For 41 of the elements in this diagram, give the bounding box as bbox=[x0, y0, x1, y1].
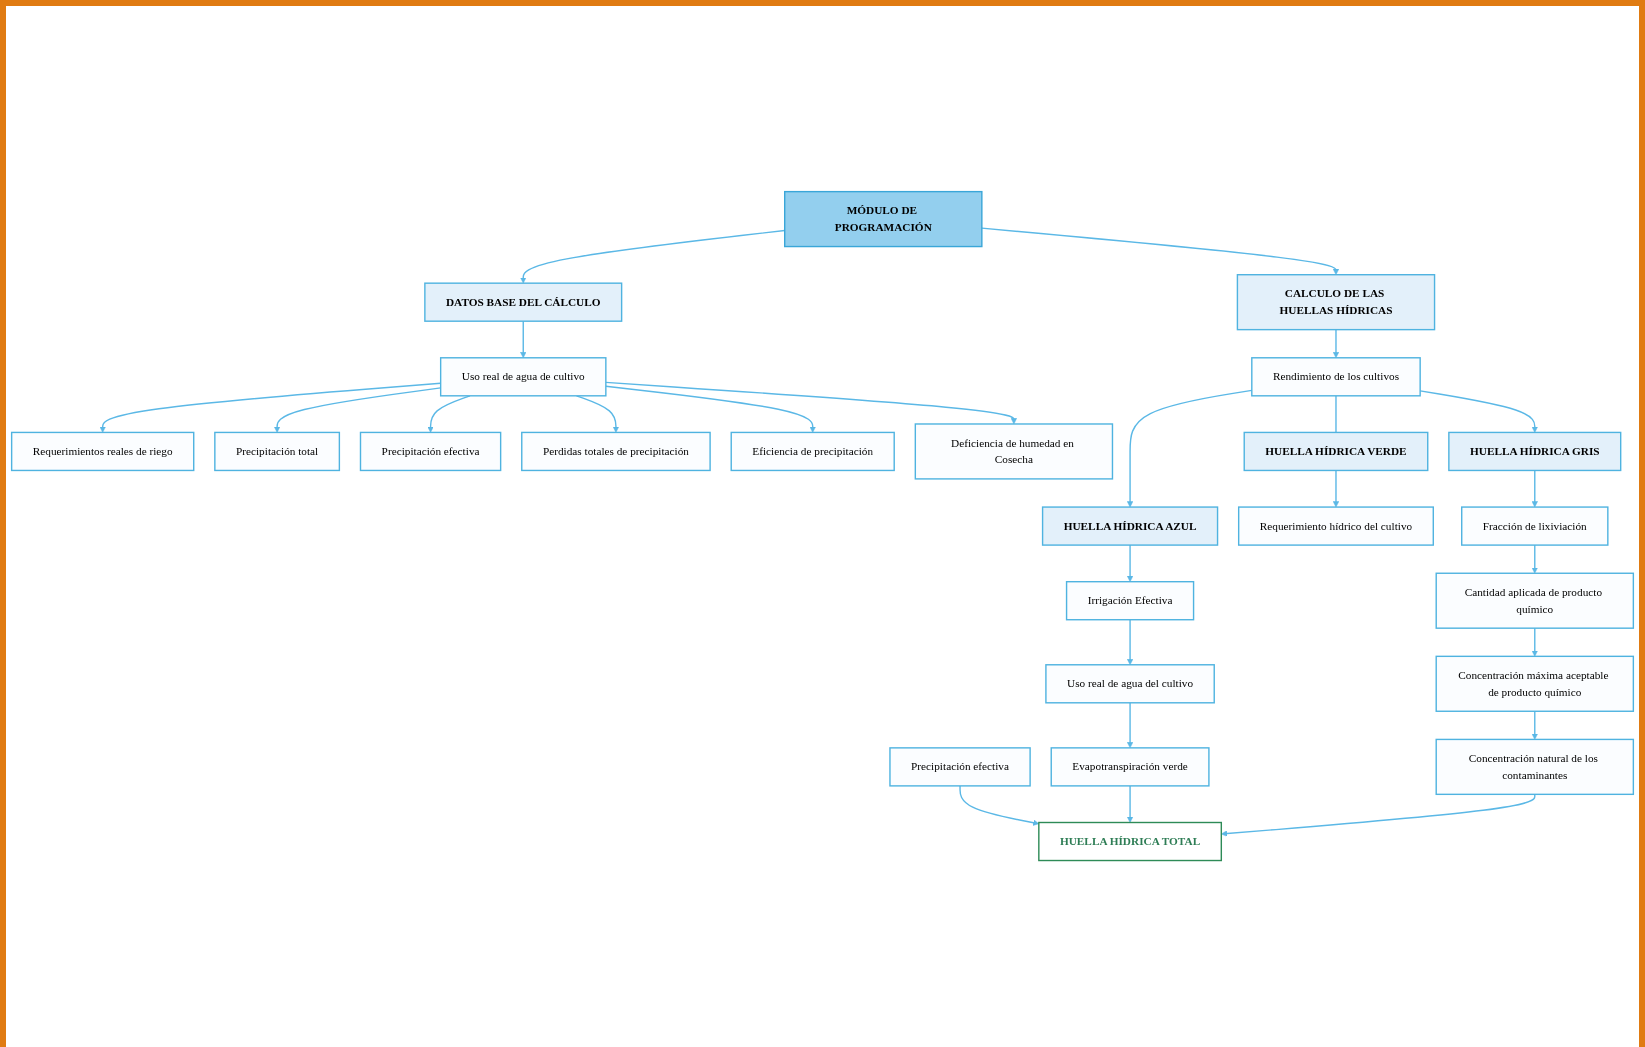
node-box: Concentración natural de los contaminantes bbox=[1435, 739, 1635, 796]
arrow bbox=[605, 382, 1017, 425]
node-box: HUELLA HÍDRICA AZUL bbox=[1041, 506, 1219, 547]
node-box: Requerimientos reales de riego bbox=[10, 432, 195, 472]
arrow bbox=[1126, 785, 1134, 824]
node-box: MÓDULO DE PROGRAMACIÓN bbox=[784, 191, 983, 248]
node-box: Concentración máxima aceptable de producto químico bbox=[1435, 656, 1635, 713]
arrow bbox=[981, 227, 1340, 276]
arrow bbox=[520, 320, 527, 359]
node-box: Precipitación total bbox=[214, 432, 341, 472]
node-box: Precipitación efectiva bbox=[889, 747, 1031, 787]
connector bbox=[1335, 395, 1337, 434]
node-box: Fracción de lixiviación bbox=[1461, 506, 1609, 547]
node-box: Cantidad aplicada de producto químico bbox=[1435, 572, 1635, 630]
arrow bbox=[605, 385, 816, 434]
arrow bbox=[1126, 544, 1134, 583]
node-box: Uso real de agua del cultivo bbox=[1045, 664, 1215, 704]
node-box: DATOS BASE DEL CÁLCULO bbox=[424, 282, 623, 323]
node-box: Evapotranspiración verde bbox=[1050, 747, 1210, 787]
arrow bbox=[1531, 627, 1538, 658]
node-box: HUELLA HÍDRICA GRIS bbox=[1448, 432, 1622, 472]
arrow bbox=[1531, 544, 1538, 574]
arrow bbox=[1332, 470, 1340, 508]
node-box: Eficiencia de precipitación bbox=[730, 432, 895, 472]
arrow bbox=[1531, 470, 1538, 508]
node-box: HUELLA HÍDRICA VERDE bbox=[1243, 432, 1429, 472]
node-box: HUELLA HÍDRICA TOTAL bbox=[1038, 822, 1222, 862]
node-box: CALCULO DE LAS HUELLAS HÍDRICAS bbox=[1236, 274, 1436, 331]
arrow bbox=[959, 785, 1040, 827]
arrow bbox=[1126, 702, 1134, 749]
node-box: Precipitación efectiva bbox=[359, 432, 502, 472]
node-box: Rendimiento de los cultivos bbox=[1251, 357, 1421, 397]
node-box: Perdidas totales de precipitación bbox=[521, 432, 711, 472]
node-box: Irrigación Efectiva bbox=[1065, 581, 1195, 621]
arrow bbox=[1126, 619, 1134, 666]
node-box: Deficiencia de humedad en Cosecha bbox=[914, 423, 1114, 481]
arrow bbox=[1221, 794, 1536, 838]
arrow bbox=[1531, 710, 1538, 741]
node-box: Uso real de agua de cultivo bbox=[439, 357, 607, 397]
arrow bbox=[1332, 329, 1340, 359]
node-box: Requerimiento hídrico del cultivo bbox=[1237, 506, 1434, 547]
